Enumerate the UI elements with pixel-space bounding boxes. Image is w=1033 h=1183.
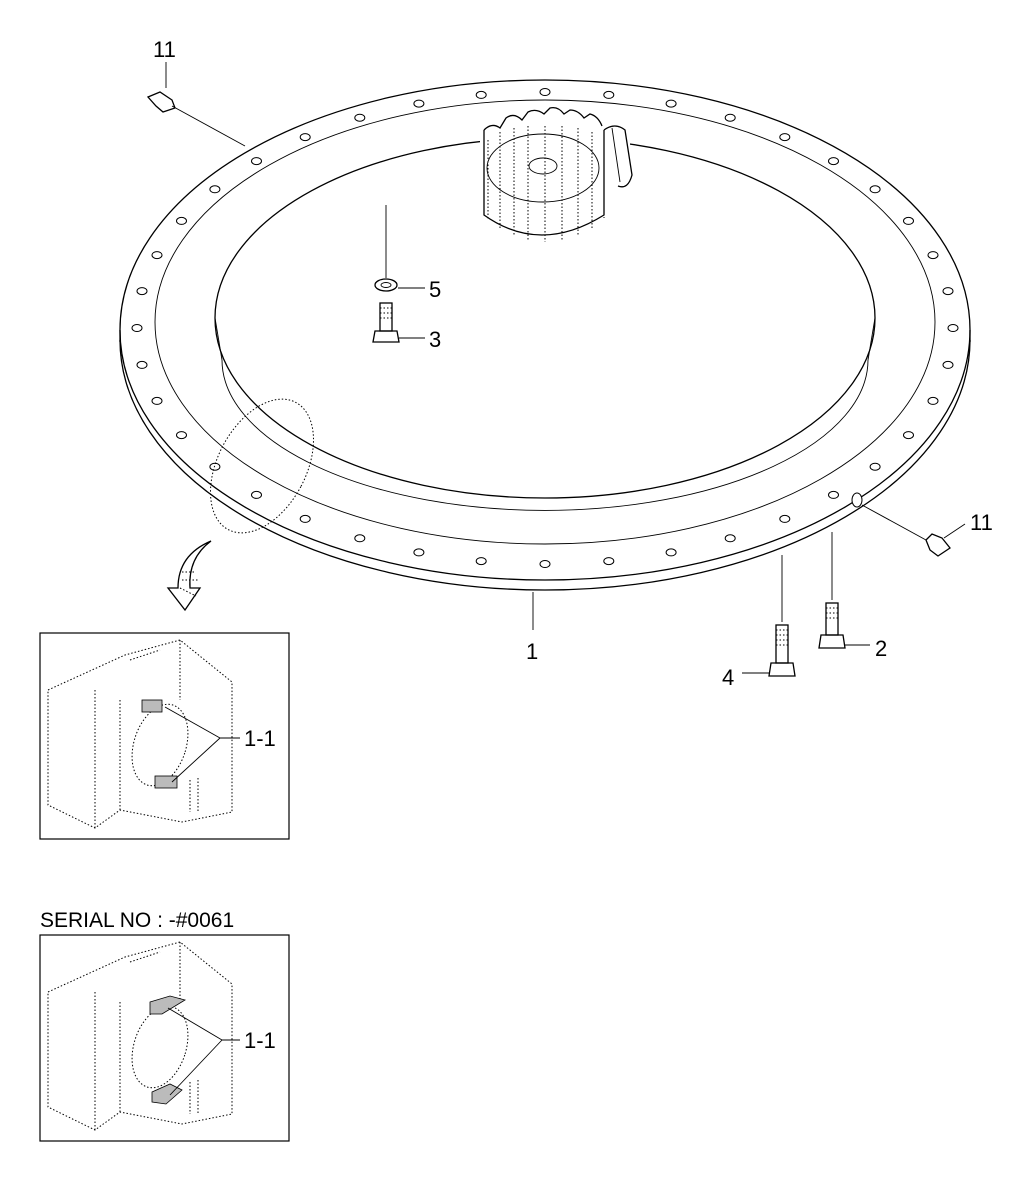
bolt-hole [176,216,187,225]
detail-box-1 [39,632,290,840]
bolt-hole [665,548,677,557]
bolt-hole [475,557,487,566]
bolt-hole [251,157,262,166]
bolt-hole [539,88,551,96]
bolt-hole [413,548,425,557]
bolt-part-4 [742,555,796,677]
grease-nipple-top [146,62,246,147]
bolt-hole [724,534,736,543]
bolt-hole [828,490,839,499]
callout-1-1-lower: 1-1 [244,1028,276,1053]
detail-callout [166,398,314,612]
bolt-part-2 [818,532,870,649]
bolt-hole [603,90,615,99]
callout-2: 2 [875,636,887,661]
callout-1-1-upper: 1-1 [244,726,276,751]
bolt-hole [136,360,148,369]
bolt-hole [131,324,143,332]
bolt-hole [539,560,551,568]
bolt-hole [942,360,954,369]
bolt-hole [209,185,221,194]
washer-part-5 [374,205,425,292]
callout-5: 5 [429,277,441,302]
bolt-hole [413,99,425,108]
bolt-hole [299,514,311,523]
bolt-part-3 [372,302,425,343]
bolt-hole [176,431,187,440]
callout-11-top: 11 [153,37,176,62]
bolt-holes [131,88,959,568]
bolt-hole [828,157,839,166]
bolt-hole [354,113,366,122]
bolt-hole [475,90,487,99]
bolt-hole [942,287,954,296]
bolt-hole [903,216,914,225]
bolt-hole [869,462,881,471]
bolt-hole [354,534,366,543]
callout-11-right: 11 [970,510,993,535]
bolt-hole [903,431,914,440]
bolt-hole [665,99,677,108]
bolt-hole [151,396,163,405]
bolt-hole [779,133,791,142]
callout-4: 4 [722,665,734,690]
bolt-hole [779,514,791,523]
callout-3: 3 [429,327,441,352]
detail-box-2 [39,934,290,1142]
serial-number-note: SERIAL NO : -#0061 [40,909,234,932]
bolt-hole [136,287,148,296]
pinion-gear [480,106,633,242]
callout-1: 1 [526,639,538,664]
bolt-hole [724,113,736,122]
grease-nipple-right [851,492,966,557]
bolt-hole [251,490,262,499]
bolt-hole [927,396,939,405]
bolt-hole [927,251,939,260]
bolt-hole [947,324,959,332]
bolt-hole [603,557,615,566]
bolt-hole [299,133,311,142]
bolt-hole [869,185,881,194]
bolt-hole [151,251,163,260]
